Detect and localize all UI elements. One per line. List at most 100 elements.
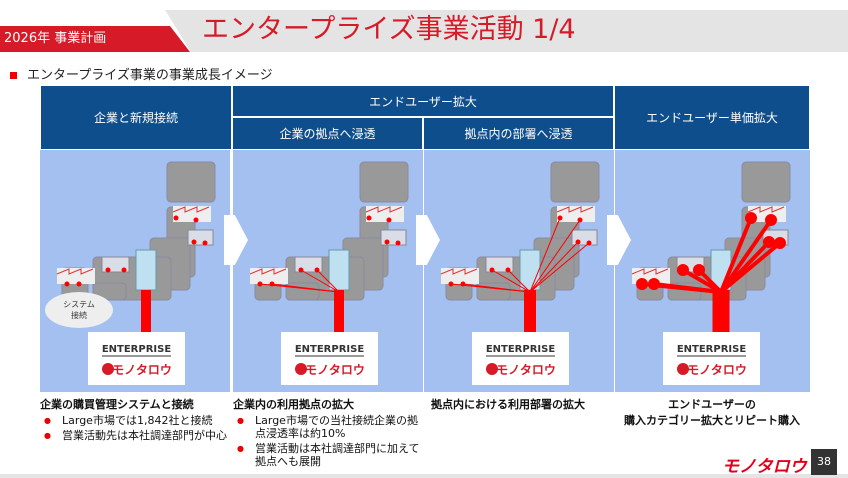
location-dot [121,267,127,273]
japan-map: ENTERPRISE モノタロウ [249,161,409,385]
factory-roof [365,206,403,213]
title-bar [165,10,848,52]
col-header-4: エンドユーザー単価拡大 [614,85,810,150]
connection-line [719,241,782,294]
landmass [476,282,511,301]
caption-4: エンドユーザーの 購入カテゴリー拡大とリピート購入 [614,396,810,428]
footer-bar [0,474,848,478]
landmass [166,161,216,203]
enterprise-logo-box [472,332,569,385]
landmass [550,161,600,203]
location-dot [557,215,563,221]
connection-trunk [712,290,730,335]
enterprise-logo-text: ENTERPRISE [677,344,747,355]
location-dot [505,267,511,273]
landmass [741,161,791,203]
caption-2: 企業内の利用拠点の拡大 Large市場での当社接続企業の拠点浸透率は約10%営業活… [233,396,421,470]
location-dot [577,217,583,223]
col-header-1: 企業と新規接続 [40,85,232,150]
mascot-icon [295,363,307,375]
location-dot [460,281,466,287]
caption-bullet: 営業活動は本社調達部門に加えて拠点へも展開 [237,442,421,468]
page-title: エンタープライズ事業活動 1/4 [202,14,576,45]
caption-title: 企業の購買管理システムと接続 [40,398,194,411]
enterprise-logo-text: ENTERPRISE [102,344,172,355]
mascot-icon [486,363,498,375]
caption-title: 企業内の利用拠点の拡大 [233,398,354,411]
mascot-icon [102,363,114,375]
enterprise-logo-text: ENTERPRISE [486,344,556,355]
location-dot [314,267,320,273]
connection-trunk [141,290,151,335]
connection-trunk [334,290,344,335]
location-dot [386,217,392,223]
location-dot [257,281,263,287]
location-dot [745,212,757,224]
bullet-square-icon [10,72,17,79]
enterprise-logo-box [663,332,760,385]
location-dot [191,239,197,245]
caption-bullet: Large市場では1,842社と接続 [44,414,230,427]
hq-tower-icon [135,249,157,291]
monotaro-logo-text: モノタロウ [305,363,365,377]
landmass [359,161,409,203]
factory-roof [440,268,478,275]
hq-tower-icon [328,249,350,291]
caption-title: 拠点内における利用部署の拡大 [431,398,585,411]
connection-line [719,217,753,293]
page-number: 38 [811,449,837,475]
connection-line [529,217,561,293]
caption-bullet: 営業活動先は本社調達部門が中心 [44,429,230,442]
factory-roof [631,268,669,275]
connection-line [462,283,531,293]
location-dot [677,264,689,276]
location-dot [298,267,304,273]
factory-roof [249,268,287,275]
map-panel-2: ENTERPRISE モノタロウ [233,150,423,392]
location-dot [774,237,786,249]
japan-map: ENTERPRISE モノタロウ [631,161,791,385]
connection-trunk [524,290,536,335]
location-dot [693,264,705,276]
location-dot [366,215,372,221]
connection-line [491,269,531,293]
monotaro-logo-text: モノタロウ [687,363,747,377]
factory-roof [556,206,594,213]
location-dot [636,278,648,290]
location-dot [395,240,401,246]
caption-3: 拠点内における利用部署の拡大 [431,396,616,412]
factory-roof [747,206,785,213]
system-connection-bubble: システム 接続 [45,292,113,328]
factory-roof [56,268,94,275]
location-dot [202,240,208,246]
connection-line [653,282,722,294]
subtitle-text: エンタープライズ事業の事業成長イメージ [27,68,273,83]
section-tag: 2026年 事業計画 [0,26,190,52]
landmass [285,282,320,301]
connection-line [529,219,581,293]
enterprise-logo-box [281,332,378,385]
connection-line [271,283,340,293]
location-dot [763,236,775,248]
location-dot [765,214,777,226]
col-header-3: 拠点内の部署へ浸透 [423,117,614,150]
location-dot [105,267,111,273]
connection-line [529,242,590,293]
location-dot [489,267,495,273]
location-dot [173,215,179,221]
location-dot [64,281,70,287]
location-dot [648,278,660,290]
col-header-group: エンドユーザー拡大 [232,85,614,117]
col-header-2: 企業の拠点へ浸透 [232,117,423,150]
connection-line [300,269,340,293]
location-dot [269,281,275,287]
connection-line [719,218,773,294]
caption-bullet: Large市場での当社接続企業の拠点浸透率は約10% [237,414,421,440]
enterprise-logo-text: ENTERPRISE [295,344,365,355]
brand-logo: モノタロウ [722,457,807,477]
location-dot [575,239,581,245]
